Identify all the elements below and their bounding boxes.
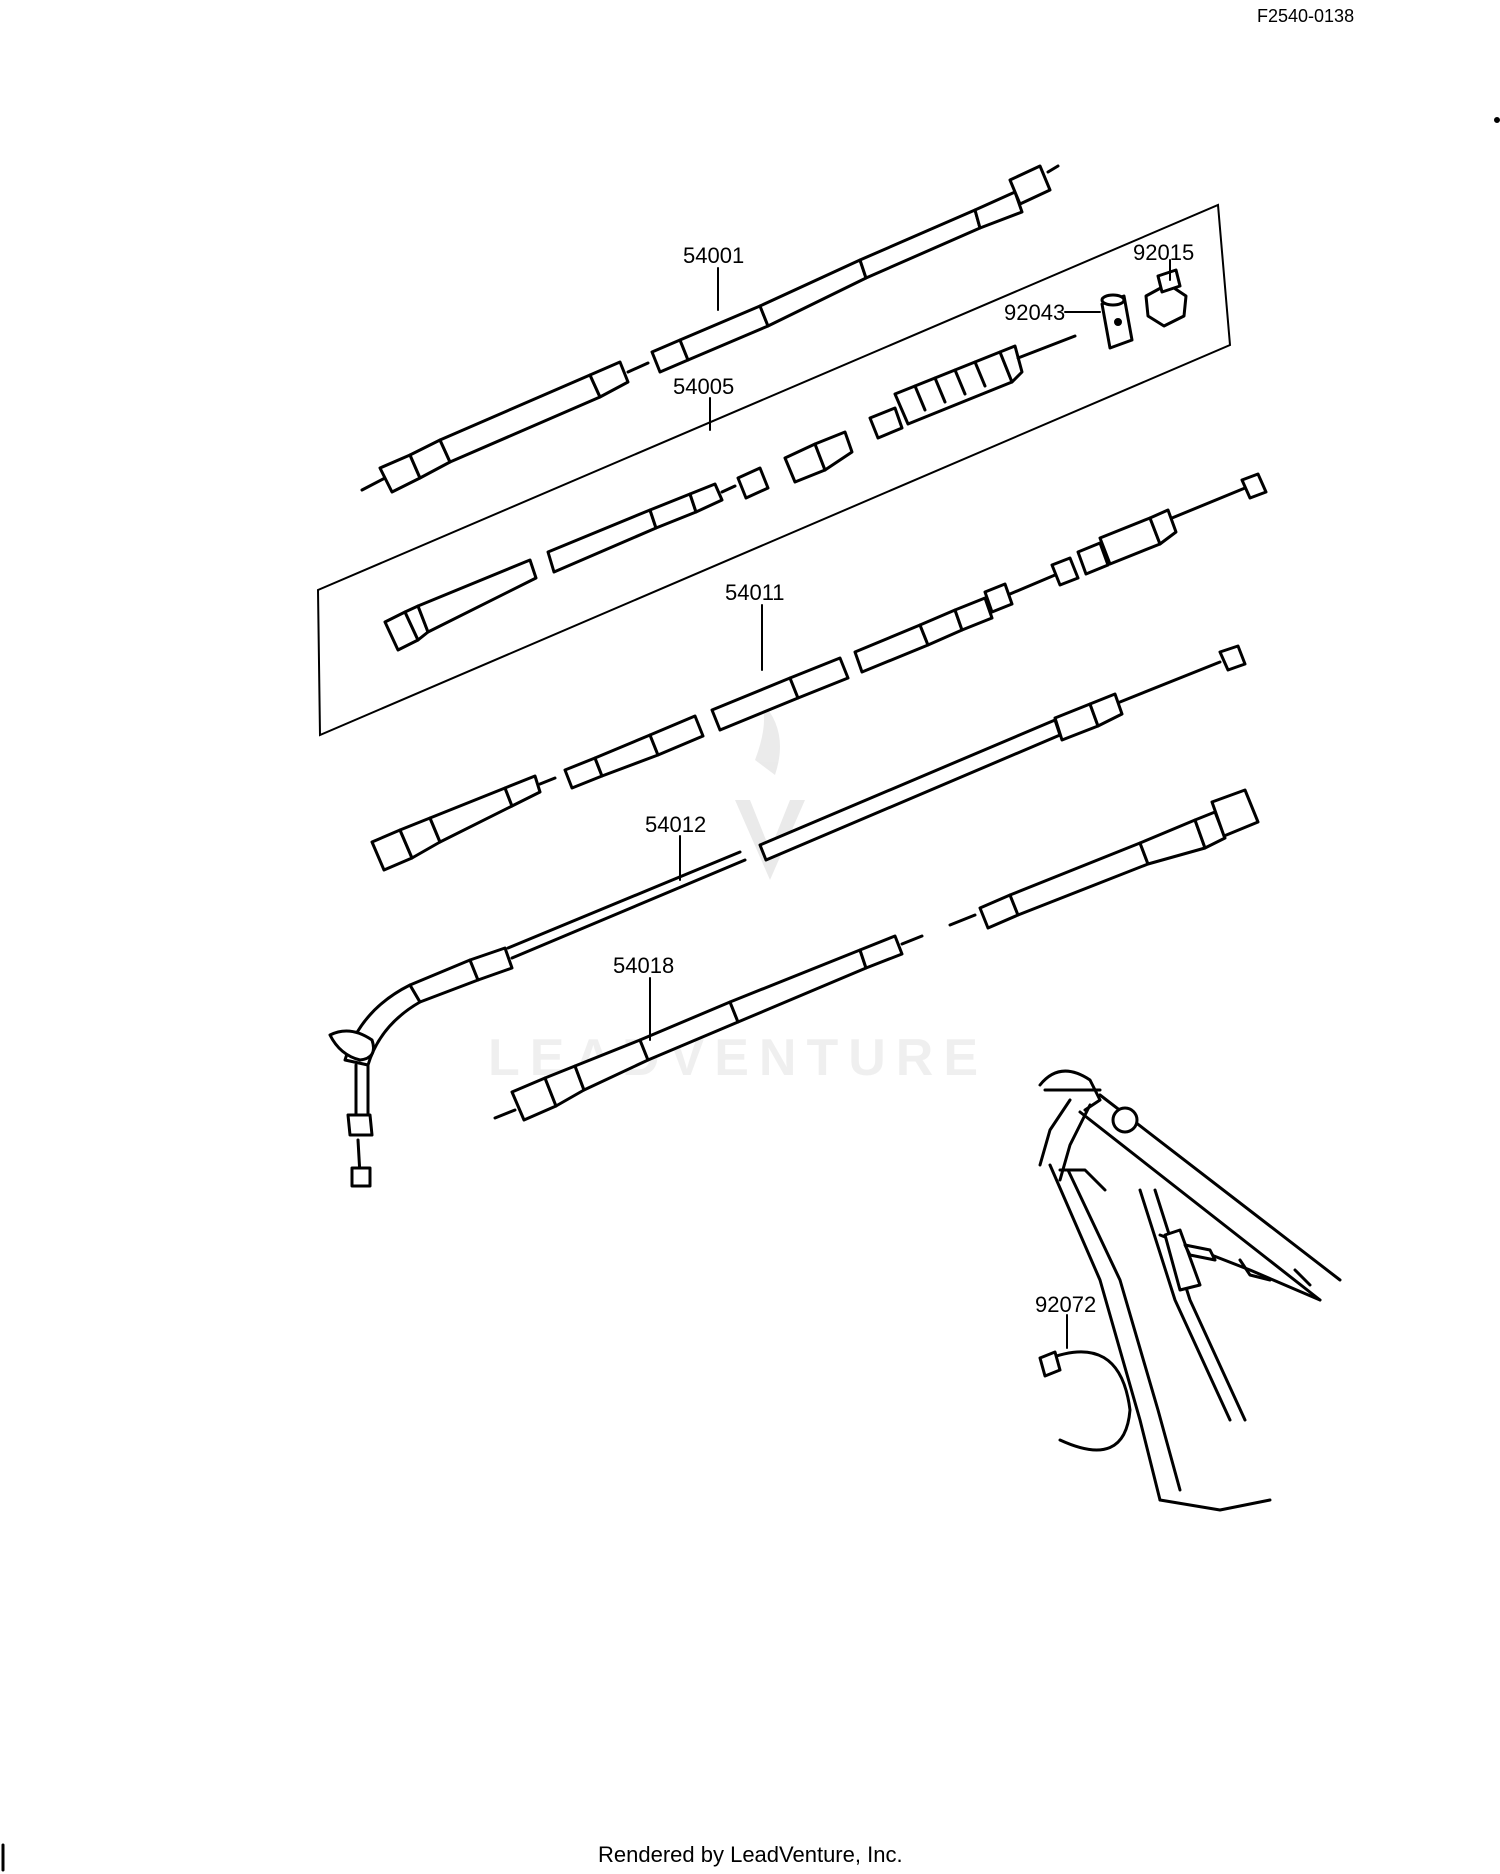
part-label-54012: 54012 bbox=[645, 812, 706, 837]
diagram-ref-code: F2540-0138 bbox=[1257, 6, 1354, 26]
bellows-ribs bbox=[913, 360, 987, 412]
part-92072-band bbox=[1038, 1350, 1132, 1452]
part-label-54001: 54001 bbox=[683, 243, 744, 268]
cable-54005 bbox=[383, 334, 1077, 652]
part-label-54011: 54011 bbox=[725, 580, 785, 605]
part-label-54005: 54005 bbox=[673, 374, 734, 399]
watermark-logo bbox=[735, 700, 805, 880]
part-label-92072: 92072 bbox=[1035, 1292, 1096, 1317]
cable-54011 bbox=[370, 472, 1268, 872]
edge-dot bbox=[1494, 117, 1500, 123]
footer-credit: Rendered by LeadVenture, Inc. bbox=[598, 1842, 903, 1867]
cable-54001 bbox=[360, 164, 1060, 494]
cable-54012 bbox=[328, 644, 1247, 1188]
cable-54018 bbox=[493, 788, 1260, 1122]
part-92043-sleeve bbox=[1100, 293, 1134, 350]
part-92015-nut bbox=[1144, 268, 1188, 328]
part-label-54018: 54018 bbox=[613, 953, 674, 978]
group-outline-box bbox=[316, 203, 1232, 737]
part-label-92043: 92043 bbox=[1004, 300, 1065, 325]
part-label-92015: 92015 bbox=[1133, 240, 1194, 265]
frame-illustration bbox=[1038, 1069, 1342, 1512]
